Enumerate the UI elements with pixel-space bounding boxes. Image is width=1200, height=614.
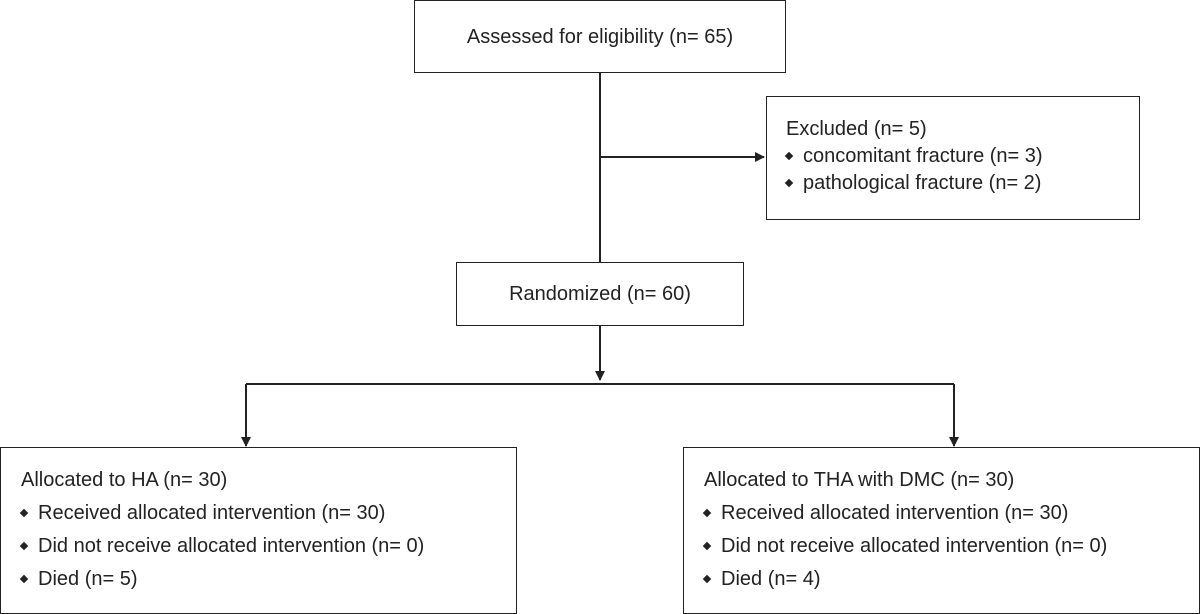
tha-arm-outcome-label: Died (n= 4) <box>721 568 821 590</box>
tha-arm-outcomes-list: Received allocated intervention (n= 30) … <box>702 502 1199 590</box>
assessed-label: Assessed for eligibility (n= 65) <box>466 25 734 48</box>
tha-arm-outcome-item: Died (n= 4) <box>702 568 1199 590</box>
randomized-box: Randomized (n= 60) <box>456 262 744 326</box>
excluded-reason-item: pathological fracture (n= 2) <box>784 172 1139 194</box>
tha-arm-title: Allocated to THA with DMC (n= 30) <box>704 469 1015 491</box>
randomized-label: Randomized (n= 60) <box>509 283 691 305</box>
excluded-title: Excluded (n= 5) <box>786 118 927 140</box>
ha-arm-outcome-item: Received allocated intervention (n= 30) <box>19 502 516 524</box>
excluded-reason-label: concomitant fracture (n= 3) <box>803 145 1043 167</box>
ha-arm-title: Allocated to HA (n= 30) <box>21 469 228 491</box>
tha-arm-box: Allocated to THA with DMC (n= 30) Receiv… <box>683 447 1200 614</box>
excluded-reason-item: concomitant fracture (n= 3) <box>784 145 1139 167</box>
tha-arm-outcome-item: Did not receive allocated intervention (… <box>702 535 1199 557</box>
ha-arm-outcomes-list: Received allocated intervention (n= 30) … <box>19 502 516 590</box>
diamond-bullet-icon <box>702 508 712 518</box>
excluded-reasons-list: concomitant fracture (n= 3) pathological… <box>784 145 1139 194</box>
diamond-bullet-icon <box>784 151 794 161</box>
tha-arm-outcome-item: Received allocated intervention (n= 30) <box>702 502 1199 524</box>
diamond-bullet-icon <box>19 541 29 551</box>
ha-arm-outcome-item: Died (n= 5) <box>19 568 516 590</box>
ha-arm-outcome-label: Received allocated intervention (n= 30) <box>38 502 386 524</box>
diamond-bullet-icon <box>784 178 794 188</box>
ha-arm-outcome-item: Did not receive allocated intervention (… <box>19 535 516 557</box>
tha-arm-outcome-label: Did not receive allocated intervention (… <box>721 535 1108 557</box>
ha-arm-box: Allocated to HA (n= 30) Received allocat… <box>0 447 517 614</box>
diamond-bullet-icon <box>702 574 712 584</box>
ha-arm-outcome-label: Did not receive allocated intervention (… <box>38 535 425 557</box>
tha-arm-outcome-label: Received allocated intervention (n= 30) <box>721 502 1069 524</box>
excluded-box: Excluded (n= 5) concomitant fracture (n=… <box>766 96 1140 220</box>
excluded-reason-label: pathological fracture (n= 2) <box>803 172 1042 194</box>
assessed-box: Assessed for eligibility (n= 65) <box>414 0 786 73</box>
diamond-bullet-icon <box>19 574 29 584</box>
ha-arm-outcome-label: Died (n= 5) <box>38 568 138 590</box>
diamond-bullet-icon <box>19 508 29 518</box>
diamond-bullet-icon <box>702 541 712 551</box>
